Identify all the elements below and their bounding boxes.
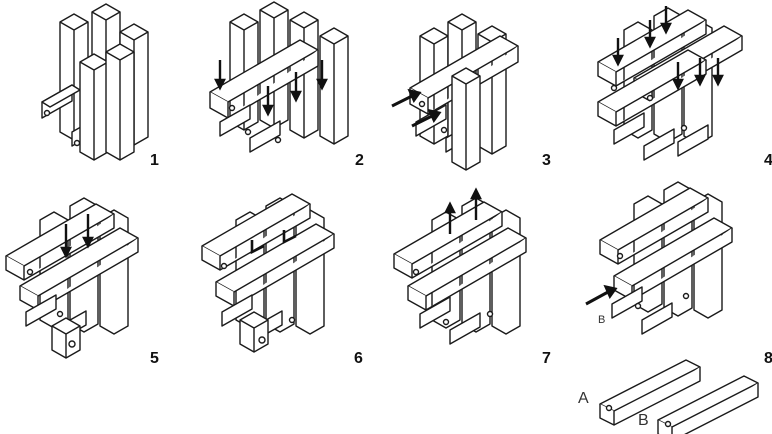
step-4-illustration [594,2,772,172]
step-number: 5 [150,350,159,368]
step-6-illustration [196,190,386,360]
step-number: 6 [354,350,363,368]
step-number: 3 [542,152,551,170]
arrow-label: B [598,314,605,326]
step-4-panel: 4 [594,2,772,202]
step-1-panel: 1 [20,2,210,202]
step-number: 7 [542,350,551,368]
step-5-panel: 5 [0,190,190,390]
step-7-illustration [392,190,582,360]
step-8-panel: B A B 8 [576,180,766,380]
step-number: 8 [764,350,772,368]
step-number: 4 [764,152,772,170]
step-number: 2 [355,152,364,170]
step-number: 1 [150,152,159,170]
step-5-illustration [0,190,190,360]
piece-a-label: A [578,390,589,408]
step-3-illustration [392,2,582,172]
step-2-panel: 2 [210,2,400,202]
step-1-illustration [20,2,210,172]
step-2-illustration [210,2,400,172]
step-7-panel: 7 [392,190,582,390]
step-6-panel: 6 [196,190,386,390]
piece-b-label: B [638,412,649,430]
step-3-panel: 3 [392,2,582,202]
step-8-illustration [576,180,772,430]
